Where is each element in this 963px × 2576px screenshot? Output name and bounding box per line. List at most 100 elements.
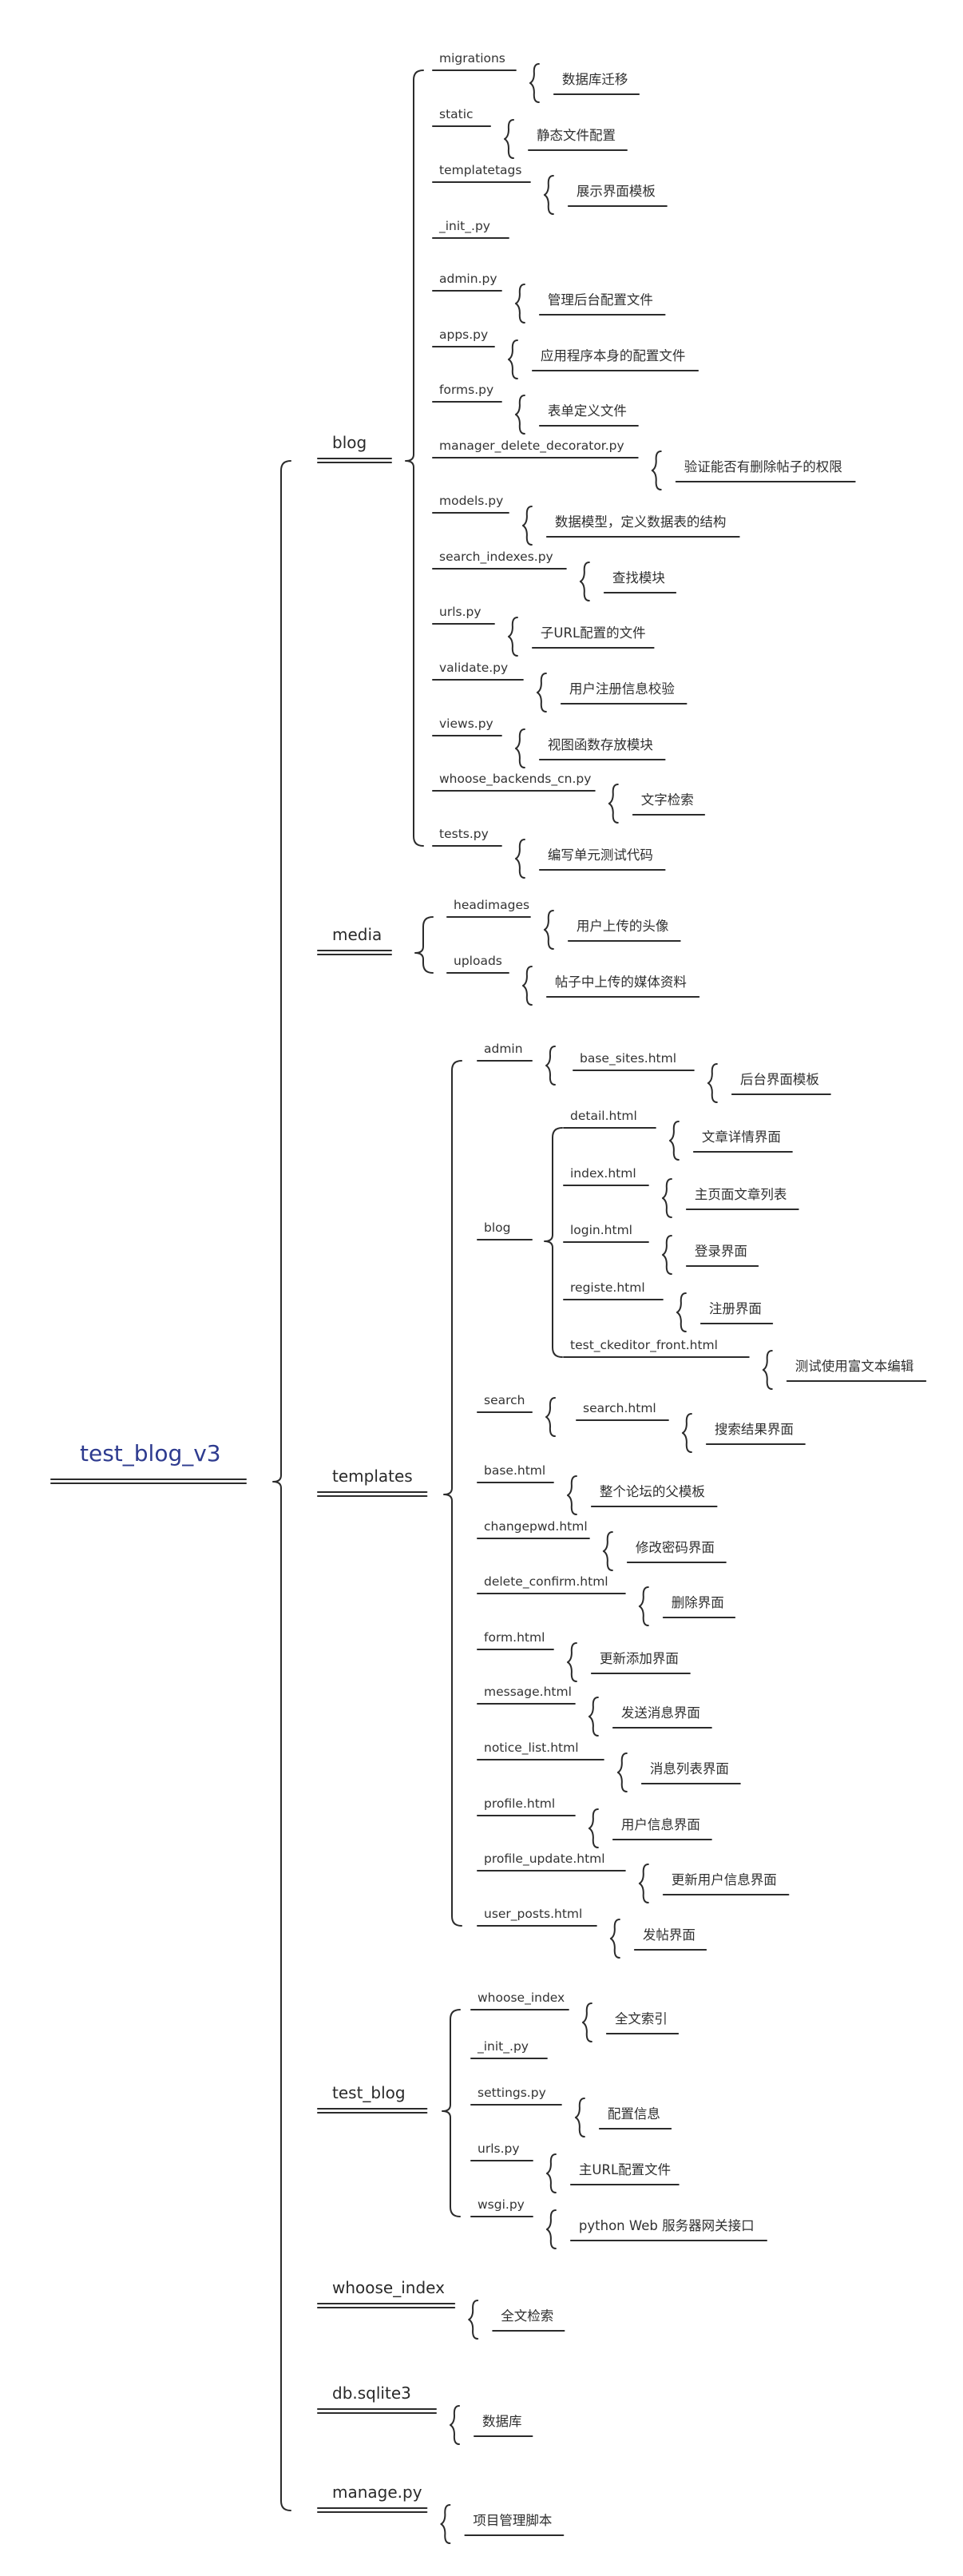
desc-detail-html: 文章详情界面 bbox=[701, 1129, 781, 1145]
branch-test-blog: test_blog bbox=[332, 2083, 406, 2102]
brace-wsgi-py bbox=[545, 2209, 557, 2249]
node-message-html: message.html bbox=[484, 1685, 572, 1699]
brace-index-html bbox=[661, 1178, 672, 1218]
branch-manage-py: manage.py bbox=[332, 2483, 422, 2502]
branch-blog: blog bbox=[332, 433, 367, 452]
bracket-test-blog bbox=[442, 2009, 461, 2217]
desc-validate-py: 用户注册信息校验 bbox=[569, 681, 675, 697]
desc-login-html: 登录界面 bbox=[694, 1244, 747, 1259]
node-templatetags: templatetags bbox=[439, 163, 522, 177]
brace-manage-py bbox=[440, 2504, 451, 2544]
desc-urls-py: 子URL配置的文件 bbox=[540, 625, 646, 641]
desc-message-html: 发送消息界面 bbox=[620, 1705, 700, 1721]
node-views-py: views.py bbox=[439, 716, 493, 731]
brace-search bbox=[545, 1397, 556, 1437]
brace-settings-py bbox=[574, 2098, 585, 2137]
brace-profile-html bbox=[588, 1808, 599, 1848]
node-settings-py: settings.py bbox=[478, 2086, 546, 2100]
node-wsgi-py: wsgi.py bbox=[478, 2197, 525, 2212]
node-migrations: migrations bbox=[439, 51, 505, 65]
root-label: test_blog_v3 bbox=[80, 1440, 221, 1467]
desc-changepwd-html: 修改密码界面 bbox=[635, 1540, 715, 1555]
node-headimages: headimages bbox=[454, 898, 530, 912]
brace-delete-confirm-html bbox=[638, 1586, 649, 1626]
node-profile-update-html: profile_update.html bbox=[484, 1852, 605, 1866]
desc-registe-html: 注册界面 bbox=[708, 1301, 762, 1316]
node-whoose-backends-cn-py: whoose_backends_cn.py bbox=[439, 772, 592, 786]
node-whoose-index: whoose_index bbox=[478, 1991, 565, 2005]
node-base-html: base.html bbox=[484, 1463, 546, 1478]
brace-tests-py bbox=[514, 839, 525, 879]
brace-test-ckeditor-front-html bbox=[762, 1350, 773, 1390]
brace-registe-html bbox=[676, 1292, 687, 1332]
node-urls-py: urls.py bbox=[439, 605, 482, 619]
node-uploads: uploads bbox=[454, 954, 502, 968]
brace-views-py bbox=[514, 728, 525, 768]
leaf-search-html: search.html bbox=[583, 1401, 656, 1415]
leaf-detail-html: detail.html bbox=[570, 1109, 637, 1123]
brace-changepwd-html bbox=[602, 1531, 613, 1571]
desc-delete-confirm-html: 删除界面 bbox=[671, 1595, 724, 1610]
node-delete-confirm-html: delete_confirm.html bbox=[484, 1574, 608, 1589]
desc-wsgi-py: python Web 服务器网关接口 bbox=[578, 2218, 755, 2233]
node-forms-py: forms.py bbox=[439, 383, 494, 397]
brace-search-html bbox=[681, 1413, 692, 1453]
desc-whoose-backends-cn-py: 文字检索 bbox=[640, 792, 694, 808]
brace-notice-list-html bbox=[616, 1752, 628, 1792]
leaf-base-sites-html: base_sites.html bbox=[580, 1051, 677, 1066]
brace-whoose-index bbox=[468, 2300, 479, 2340]
node-admin: admin bbox=[484, 1042, 523, 1056]
desc-uploads: 帖子中上传的媒体资料 bbox=[554, 974, 687, 990]
brace-message-html bbox=[588, 1697, 599, 1737]
node-static: static bbox=[439, 107, 474, 121]
node-init-py: _init_.py bbox=[478, 2039, 529, 2054]
branch-whoose-index: whoose_index bbox=[332, 2278, 445, 2297]
desc-base-html: 整个论坛的父模板 bbox=[599, 1484, 705, 1499]
node-form-html: form.html bbox=[484, 1630, 545, 1645]
brace-static bbox=[504, 119, 514, 159]
brace-models-py bbox=[521, 506, 533, 546]
leaf-registe-html: registe.html bbox=[570, 1280, 645, 1295]
node-tests-py: tests.py bbox=[439, 827, 489, 841]
brace-validate-py bbox=[536, 673, 547, 712]
brace-migrations bbox=[529, 63, 540, 103]
desc-settings-py: 配置信息 bbox=[607, 2106, 660, 2122]
brace-whoose-backends-cn-py bbox=[608, 784, 619, 824]
brace-urls-py bbox=[545, 2153, 557, 2193]
brace-manager-delete-decorator-py bbox=[651, 451, 662, 490]
desc-base-sites-html: 后台界面模板 bbox=[739, 1072, 819, 1087]
desc-models-py: 数据模型，定义数据表的结构 bbox=[554, 514, 727, 530]
node-profile-html: profile.html bbox=[484, 1796, 556, 1811]
desc-urls-py: 主URL配置文件 bbox=[578, 2162, 672, 2177]
desc-manage-py: 项目管理脚本 bbox=[473, 2513, 553, 2528]
brace-db-sqlite3 bbox=[450, 2405, 460, 2445]
bracket-media bbox=[414, 916, 434, 974]
brace-headimages bbox=[543, 910, 554, 950]
brace-login-html bbox=[661, 1235, 672, 1275]
brace-detail-html bbox=[668, 1121, 680, 1161]
node-init-py: _init_.py bbox=[439, 219, 490, 233]
brace-urls-py bbox=[507, 617, 518, 657]
node-search: search bbox=[484, 1393, 525, 1407]
brace-forms-py bbox=[514, 395, 525, 435]
brace-templatetags bbox=[543, 175, 554, 215]
desc-test-ckeditor-front-html: 测试使用富文本编辑 bbox=[795, 1359, 914, 1374]
brace-form-html bbox=[566, 1642, 577, 1682]
node-models-py: models.py bbox=[439, 494, 504, 508]
desc-tests-py: 编写单元测试代码 bbox=[547, 847, 653, 863]
desc-forms-py: 表单定义文件 bbox=[547, 403, 627, 419]
desc-admin-py: 管理后台配置文件 bbox=[547, 292, 653, 308]
brace-uploads bbox=[521, 966, 533, 1006]
branch-media: media bbox=[332, 925, 382, 944]
brace-whoose-index bbox=[581, 2002, 592, 2042]
leaf-test-ckeditor-front-html: test_ckeditor_front.html bbox=[570, 1338, 718, 1352]
desc-headimages: 用户上传的头像 bbox=[576, 919, 669, 934]
desc-search-indexes-py: 查找模块 bbox=[612, 570, 665, 585]
leaf-index-html: index.html bbox=[570, 1166, 636, 1181]
desc-form-html: 更新添加界面 bbox=[599, 1651, 679, 1666]
branch-templates: templates bbox=[332, 1467, 413, 1486]
desc-whoose-index: 全文检索 bbox=[501, 2308, 554, 2324]
leaf-login-html: login.html bbox=[570, 1223, 632, 1237]
